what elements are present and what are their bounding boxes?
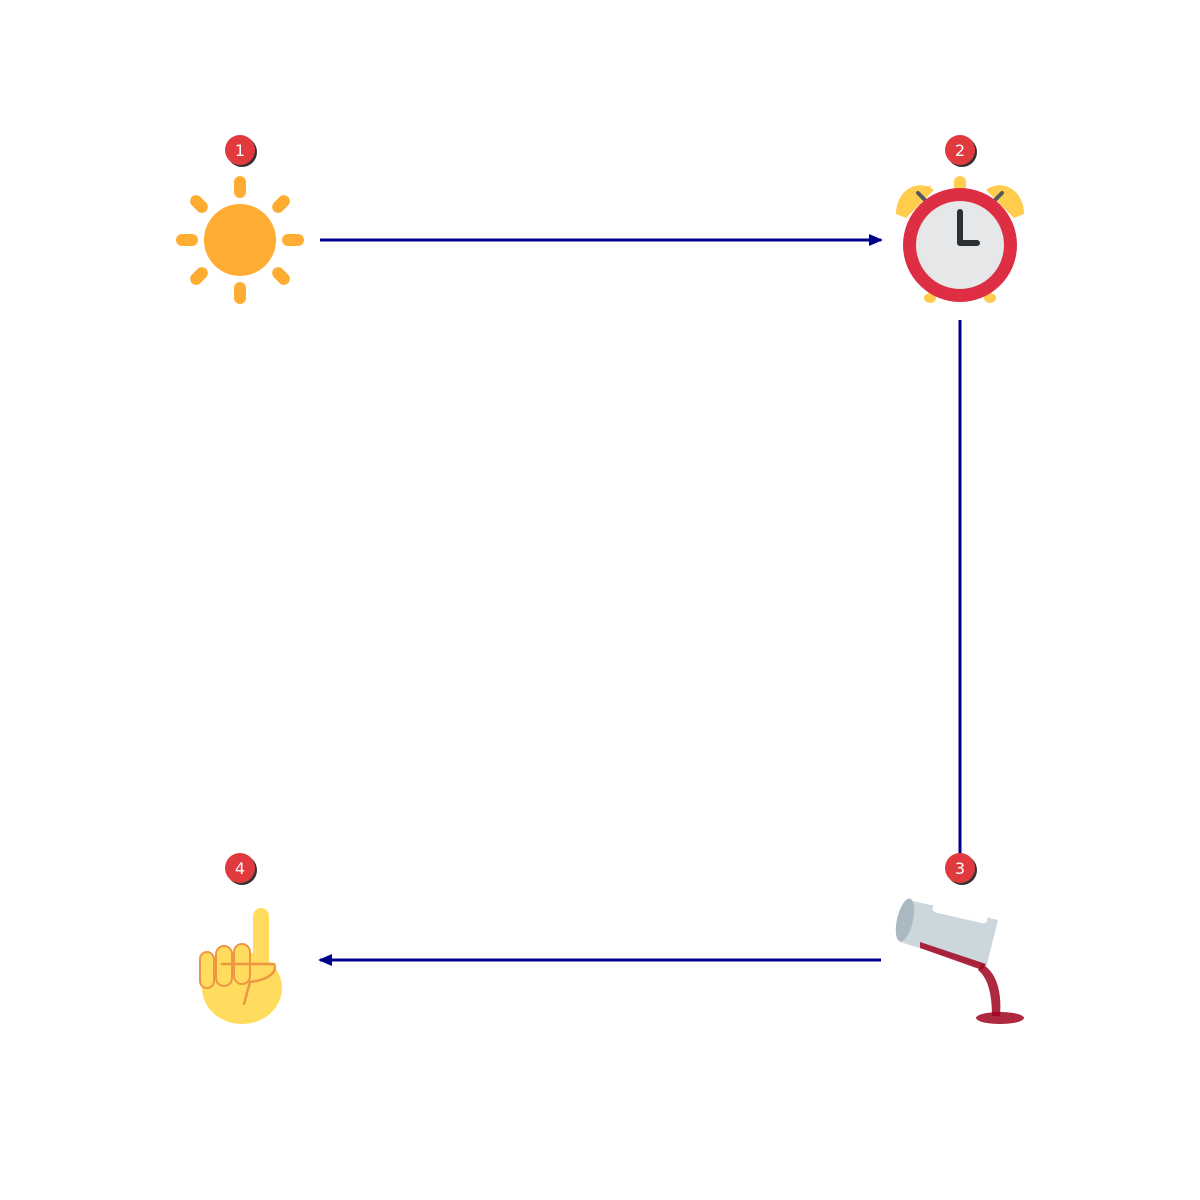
step-number: 3 [955, 859, 965, 878]
index-finger-pointing-up-icon [199, 908, 282, 1024]
step-3: 3 [895, 853, 1024, 1024]
alarm-clock-icon [896, 176, 1024, 303]
step-badge: 2 [945, 135, 977, 167]
pouring-glass-icon [895, 898, 1024, 1024]
step-1: 1 [176, 135, 304, 304]
step-number: 2 [955, 141, 965, 160]
sun-icon [176, 176, 304, 304]
step-badge: 1 [225, 135, 257, 167]
step-badge: 3 [945, 853, 977, 885]
step-number: 4 [235, 859, 245, 878]
step-badge: 4 [225, 853, 257, 885]
step-2: 2 [896, 135, 1024, 303]
step-4: 4 [199, 853, 282, 1024]
step-number: 1 [235, 141, 245, 160]
